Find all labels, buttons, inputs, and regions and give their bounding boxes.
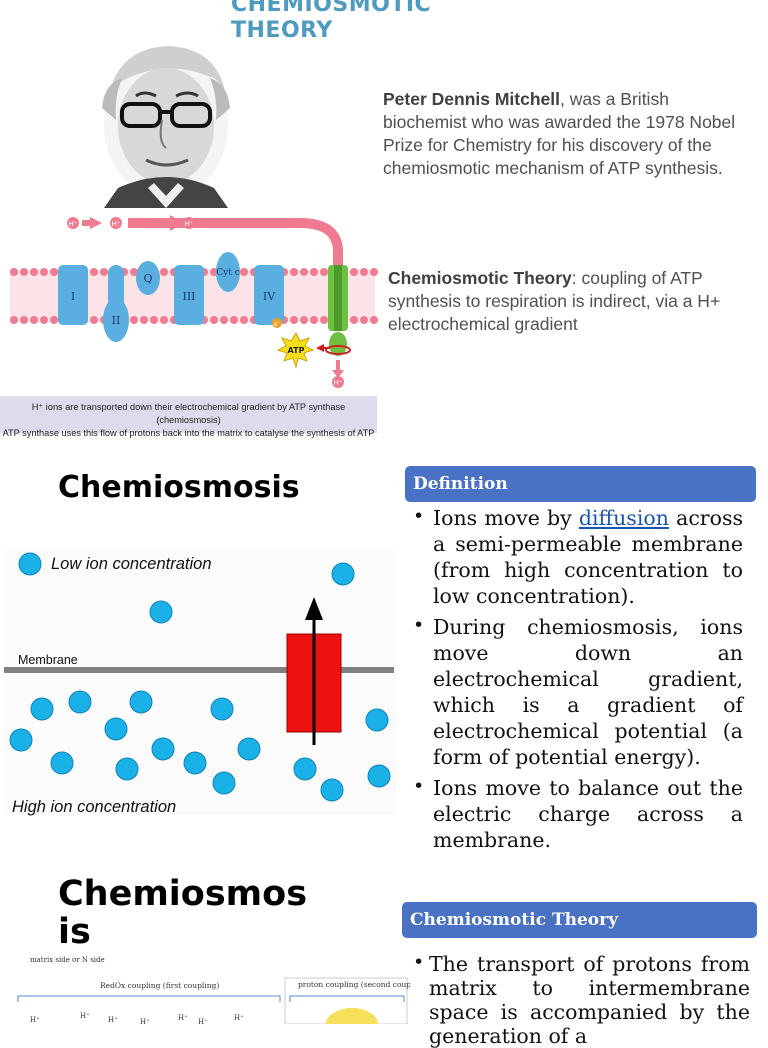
proton-coupling-label: proton coupling (second coupling) bbox=[298, 980, 410, 989]
atp-synthase-head-icon bbox=[326, 1008, 378, 1024]
proton-label: H⁺ bbox=[234, 1014, 244, 1022]
list-item: The transport of protons from matrix to … bbox=[413, 952, 750, 1048]
list-item: During chemiosmosis, ions move down an e… bbox=[413, 614, 743, 770]
diffusion-link[interactable]: diffusion bbox=[579, 506, 669, 530]
redox-label: RedOx coupling (first coupling) bbox=[100, 981, 219, 990]
complex-label: III bbox=[182, 290, 195, 303]
ion-concentration-diagram: Low ion concentration Membrane High ion … bbox=[0, 545, 400, 820]
bullet-pre: Ions move by bbox=[433, 506, 579, 530]
complex-label: I bbox=[71, 290, 75, 303]
definition-header: Definition bbox=[405, 466, 756, 502]
complex-label: II bbox=[112, 314, 121, 327]
proton-label: H⁺ bbox=[198, 1018, 208, 1024]
caption-line-2: ATP synthase uses this flow of protons b… bbox=[0, 427, 377, 440]
proton-label: H⁺ bbox=[178, 1014, 188, 1022]
proton-label: H⁺ bbox=[69, 220, 78, 228]
membrane-label: Membrane bbox=[18, 653, 78, 667]
title-line-1: CHEMIOSMOTIC bbox=[231, 0, 531, 18]
chemiosmotic-theory-header: Chemiosmotic Theory bbox=[402, 902, 757, 938]
complex-label: IV bbox=[263, 290, 276, 303]
title-line-2: THEORY bbox=[231, 18, 531, 44]
diagram-caption: H⁺ ions are transported down their elect… bbox=[0, 396, 377, 433]
coupling-diagram: matrix side or N side RedOx coupling (fi… bbox=[0, 952, 410, 1024]
atp-synthase-icon bbox=[326, 265, 350, 378]
chemiosmotic-definition: Chemiosmotic Theory: coupling of ATP syn… bbox=[388, 267, 758, 336]
list-item: Ions move to balance out the electric ch… bbox=[413, 775, 743, 853]
low-concentration-label: Low ion concentration bbox=[51, 555, 212, 573]
section-title-chemiosmotic-theory: CHEMIOSMOTIC THEORY bbox=[231, 0, 531, 44]
bio-name: Peter Dennis Mitchell bbox=[383, 89, 560, 109]
proton-label: H⁺ bbox=[108, 1016, 118, 1024]
proton-label: H⁺ bbox=[112, 220, 121, 228]
atp-label: ATP bbox=[288, 346, 305, 355]
section-title-chemiosmosis: Chemiosmosis bbox=[58, 470, 300, 505]
section-title-chemiosmosis-2: Chemiosmos is bbox=[58, 875, 328, 951]
high-concentration-label: High ion concentration bbox=[12, 798, 176, 816]
proton-label: H⁺ bbox=[30, 1016, 40, 1024]
mitchell-bio: Peter Dennis Mitchell, was a British bio… bbox=[383, 88, 753, 180]
complex-label: Cyt c bbox=[216, 268, 240, 278]
redox-bracket bbox=[18, 996, 280, 1002]
caption-line-1: H⁺ ions are transported down their elect… bbox=[0, 401, 377, 427]
electron-label: e⁻ bbox=[274, 321, 281, 328]
portrait-photo bbox=[88, 38, 238, 208]
complex-label: Q bbox=[143, 272, 152, 285]
proton-label: H⁺ bbox=[334, 379, 343, 387]
side-label: matrix side or N side bbox=[30, 956, 105, 964]
atp-starburst-icon: ATP bbox=[278, 333, 313, 367]
proton-label: H⁺ bbox=[185, 220, 194, 228]
definition-term: Chemiosmotic Theory bbox=[388, 268, 572, 288]
theory-list: The transport of protons from matrix to … bbox=[413, 952, 750, 1048]
list-item: Ions move by diffusion across a semi-per… bbox=[413, 505, 743, 609]
definition-list: Ions move by diffusion across a semi-per… bbox=[413, 505, 743, 858]
proton-label: H⁺ bbox=[80, 1012, 90, 1020]
proton-label: H⁺ bbox=[140, 1018, 150, 1024]
